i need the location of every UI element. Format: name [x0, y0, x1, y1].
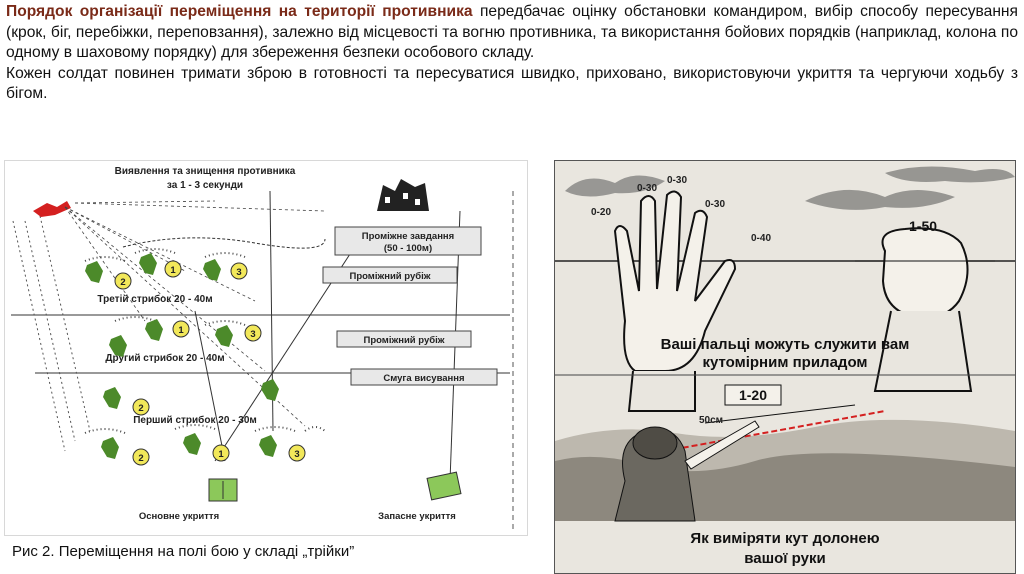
- mil-label-e: 0-30: [705, 199, 725, 210]
- main-cover-icon: [209, 479, 237, 501]
- open-hand-icon: [615, 191, 735, 411]
- bottom-caption-1: Як виміряти кут долонею: [690, 530, 879, 547]
- intro-paragraph-1: Порядок організації переміщення на терит…: [6, 2, 1018, 64]
- intro-lead: Порядок організації переміщення на терит…: [6, 3, 473, 20]
- mil-label-arm-box: 1-20: [725, 385, 781, 405]
- diagram-title-2: за 1 - 3 секунди: [167, 180, 243, 191]
- diagram-title-1: Виявлення та знищення противника: [115, 166, 296, 177]
- mil-label-a: 0-30: [637, 183, 657, 194]
- main-cover-label: Основне укриття: [139, 511, 219, 522]
- reserve-cover-label: Запасне укриття: [378, 511, 456, 522]
- svg-text:1: 1: [218, 449, 224, 460]
- ruined-building-icon: [377, 179, 429, 211]
- svg-text:2: 2: [138, 403, 143, 414]
- label-intermediate-task: Проміжне завдання (50 - 100м): [335, 227, 481, 255]
- number-circles-third: 2 1 3: [115, 261, 247, 289]
- fist-icon: [875, 228, 971, 391]
- svg-text:(50 - 100м): (50 - 100м): [384, 243, 432, 254]
- svg-text:Смуга висування: Смуга висування: [383, 373, 464, 384]
- enemy-mark: [33, 201, 71, 217]
- figure-caption: Рис 2. Переміщення на полі бою у складі …: [12, 543, 354, 560]
- mil-label-d: 0-40: [751, 233, 771, 244]
- mil-label-b: 0-30: [667, 175, 687, 186]
- hand-angle-svg: 0-30 0-30 0-20 0-40 0-30 1-50 Ваші пальц…: [555, 161, 1015, 573]
- hand-angle-illustration: 0-30 0-30 0-20 0-40 0-30 1-50 Ваші пальц…: [554, 160, 1016, 574]
- svg-text:Проміжний рубіж: Проміжний рубіж: [364, 335, 445, 346]
- intro-paragraph-2: Кожен солдат повинен тримати зброю в гот…: [6, 64, 1018, 105]
- clouds: [565, 166, 1015, 209]
- svg-text:2: 2: [120, 277, 125, 288]
- svg-text:1-20: 1-20: [739, 387, 767, 403]
- third-rush-label: Третій стрибок 20 - 40м: [97, 293, 212, 305]
- label-exposure-strip: Смуга висування: [351, 369, 497, 385]
- distance-label: 50см: [699, 415, 723, 426]
- movement-diagram: Виявлення та знищення противника за 1 - …: [4, 160, 528, 536]
- movement-diagram-svg: Виявлення та знищення противника за 1 - …: [5, 161, 527, 535]
- reserve-cover-icon: [427, 472, 461, 500]
- svg-text:3: 3: [250, 329, 255, 340]
- label-intermediate-line-1: Проміжний рубіж: [323, 267, 457, 283]
- label-intermediate-line-2: Проміжний рубіж: [337, 331, 471, 347]
- svg-text:1: 1: [178, 325, 184, 336]
- middle-caption-1: Ваші пальці можуть служити вам: [661, 336, 910, 353]
- svg-text:1: 1: [170, 265, 176, 276]
- bottom-caption-2: вашої руки: [744, 550, 825, 567]
- soldier-group-second: [109, 319, 233, 357]
- svg-text:Проміжний рубіж: Проміжний рубіж: [350, 271, 431, 282]
- middle-caption-2: кутомірним приладом: [702, 354, 867, 371]
- intro-text: Порядок організації переміщення на терит…: [6, 2, 1018, 105]
- svg-text:3: 3: [236, 267, 241, 278]
- svg-text:Проміжне завдання: Проміжне завдання: [362, 231, 454, 242]
- svg-text:3: 3: [294, 449, 299, 460]
- svg-text:2: 2: [138, 453, 143, 464]
- mil-label-c: 0-20: [591, 207, 611, 218]
- mil-label-fist: 1-50: [909, 218, 937, 234]
